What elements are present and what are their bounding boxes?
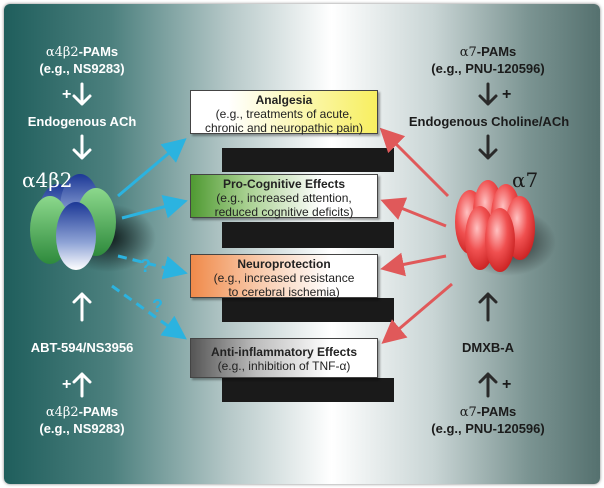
right-flow-arrows: [478, 82, 498, 398]
effect-line: (e.g., treatments of acute,: [215, 107, 353, 121]
left-flow-arrows: [72, 82, 92, 398]
right-bottom-pam-label: α7-PAMs (e.g., PNU-120596): [418, 404, 558, 437]
right-bottom-pam-suffix: -PAMs: [476, 404, 517, 419]
right-bottom-plus: +: [502, 376, 512, 393]
box-shadow-bar: [222, 222, 394, 248]
right-top-plus: +: [502, 86, 512, 103]
left-top-pam-example: (e.g., NS9283): [39, 61, 125, 76]
cyan-arrows: [111, 138, 188, 340]
right-receptor-label: α7: [512, 168, 539, 192]
alpha4beta2-receptor-icon: [30, 174, 116, 270]
box-shadow-bar: [222, 148, 394, 172]
left-bottom-pam-suffix: -PAMs: [78, 404, 119, 419]
question-mark: ?: [140, 256, 151, 276]
right-agonist-label: DMXB-A: [462, 340, 514, 355]
effect-title: Analgesia: [255, 93, 313, 107]
effect-box-pro-cognitive: Pro-Cognitive Effects (e.g., increased a…: [190, 174, 378, 219]
effect-box-analgesia: Analgesia (e.g., treatments of acute, ch…: [190, 90, 378, 135]
left-receptor-label: α4β2: [22, 168, 73, 192]
effect-line: (e.g., inhibition of TNF-α): [217, 359, 351, 373]
left-bottom-plus: +: [62, 376, 72, 393]
effect-line: chronic and neuropathic pain): [204, 121, 364, 135]
left-bottom-pam-label: α4β2-PAMs (e.g., NS9283): [20, 404, 144, 437]
left-top-plus: +: [62, 86, 72, 103]
box-shadow-bar: [222, 298, 394, 322]
box-shadow-bar: [222, 378, 394, 402]
left-endogenous-label: Endogenous ACh: [27, 114, 137, 129]
effect-box-anti-inflammatory: Anti-inflammatory Effects (e.g., inhibit…: [190, 338, 378, 378]
right-top-pam-example: (e.g., PNU-120596): [431, 61, 545, 76]
right-top-pam-greek: α7: [459, 45, 477, 60]
effect-line: (e.g., increased resistance: [213, 271, 355, 285]
effect-title: Pro-Cognitive Effects: [222, 177, 345, 191]
effect-line: (e.g., increased attention,: [216, 191, 352, 205]
effect-line: to cerebral ischemia): [228, 285, 340, 299]
effect-title: Anti-inflammatory Effects: [210, 345, 358, 359]
left-bottom-pam-greek: α4β2: [45, 405, 79, 420]
left-bottom-pam-example: (e.g., NS9283): [39, 421, 125, 436]
right-bottom-pam-example: (e.g., PNU-120596): [431, 421, 545, 436]
right-top-pam-suffix: -PAMs: [476, 44, 517, 59]
right-top-pam-label: α7-PAMs (e.g., PNU-120596): [418, 44, 558, 77]
left-top-pam-greek: α4β2: [45, 45, 79, 60]
right-bottom-pam-greek: α7: [459, 405, 477, 420]
effect-title: Neuroprotection: [237, 257, 331, 271]
question-mark: ?: [152, 296, 163, 316]
left-top-pam-label: α4β2-PAMs (e.g., NS9283): [20, 44, 144, 77]
red-arrows: [379, 127, 453, 344]
right-endogenous-label: Endogenous Choline/ACh: [408, 114, 570, 129]
effect-box-neuroprotection: Neuroprotection (e.g., increased resista…: [190, 254, 378, 299]
effect-line: reduced cognitive deficits): [214, 205, 354, 219]
left-top-pam-suffix: -PAMs: [78, 44, 119, 59]
alpha7-receptor-icon: [455, 180, 535, 272]
left-agonist-label: ABT-594/NS3956: [30, 340, 134, 355]
